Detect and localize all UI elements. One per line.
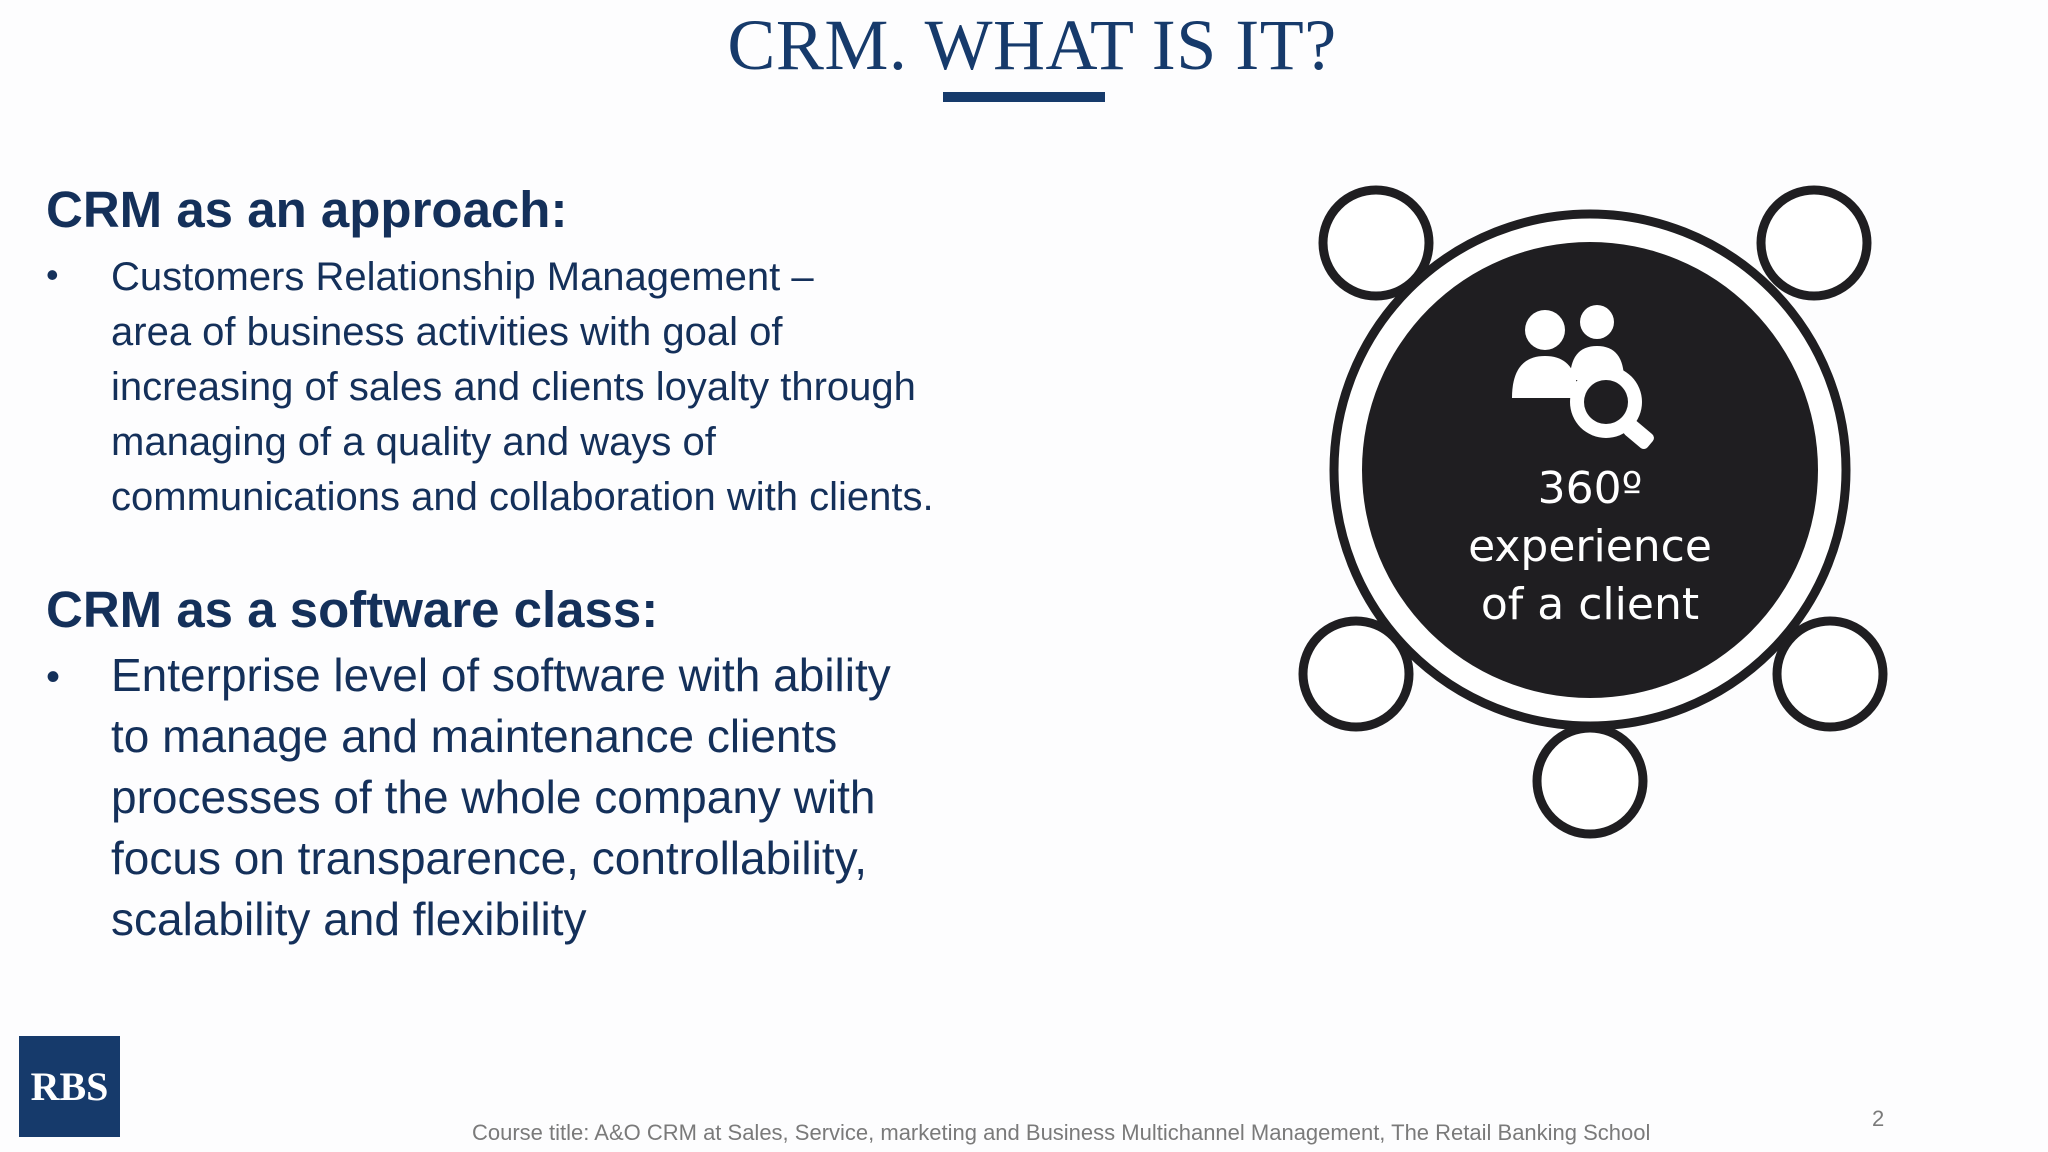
software-line: scalability and flexibility — [111, 893, 587, 945]
course-footer: Course title: A&O CRM at Sales, Service,… — [472, 1120, 1651, 1145]
graphic-caption: 360º experience of a client — [1290, 460, 1890, 634]
people-search-icon — [1512, 305, 1654, 450]
bullet-marker: • — [46, 655, 61, 699]
software-text: Enterprise level of software with abilit… — [111, 645, 891, 950]
bullet-marker: • — [46, 254, 59, 295]
software-heading: CRM as a software class: — [46, 581, 659, 638]
approach-line: communications and collaboration with cl… — [111, 475, 934, 519]
center-disc — [1362, 242, 1818, 698]
software-line: to manage and maintenance clients — [111, 710, 838, 762]
page-number: 2 — [1872, 1106, 1885, 1131]
caption-line: 360º — [1537, 463, 1643, 514]
approach-line: managing of a quality and ways of — [111, 420, 716, 464]
approach-line: area of business activities with goal of — [111, 310, 783, 354]
approach-heading: CRM as an approach: — [46, 181, 568, 238]
satellite-circle — [1298, 616, 1414, 732]
approach-line: increasing of sales and clients loyalty … — [111, 365, 916, 409]
software-line: focus on transparence, controllability, — [111, 832, 867, 884]
satellite-circle — [1532, 723, 1648, 839]
satellite-circle — [1756, 185, 1872, 301]
rbs-logo: RBS — [19, 1036, 120, 1137]
client-360-graphic: 360º experience of a client — [1290, 180, 1890, 850]
caption-line: of a client — [1480, 579, 1700, 630]
slide-title: CRM. WHAT IS IT? — [727, 5, 1337, 85]
approach-line: Customers Relationship Management – — [111, 255, 814, 299]
title-underline — [943, 92, 1105, 102]
approach-text: Customers Relationship Management – area… — [111, 250, 934, 525]
software-line: processes of the whole company with — [111, 771, 876, 823]
graphic-shapes — [1298, 185, 1888, 839]
satellite-circle — [1318, 185, 1434, 301]
caption-line: experience — [1468, 521, 1712, 572]
software-line: Enterprise level of software with abilit… — [111, 649, 891, 701]
satellite-circle — [1772, 616, 1888, 732]
